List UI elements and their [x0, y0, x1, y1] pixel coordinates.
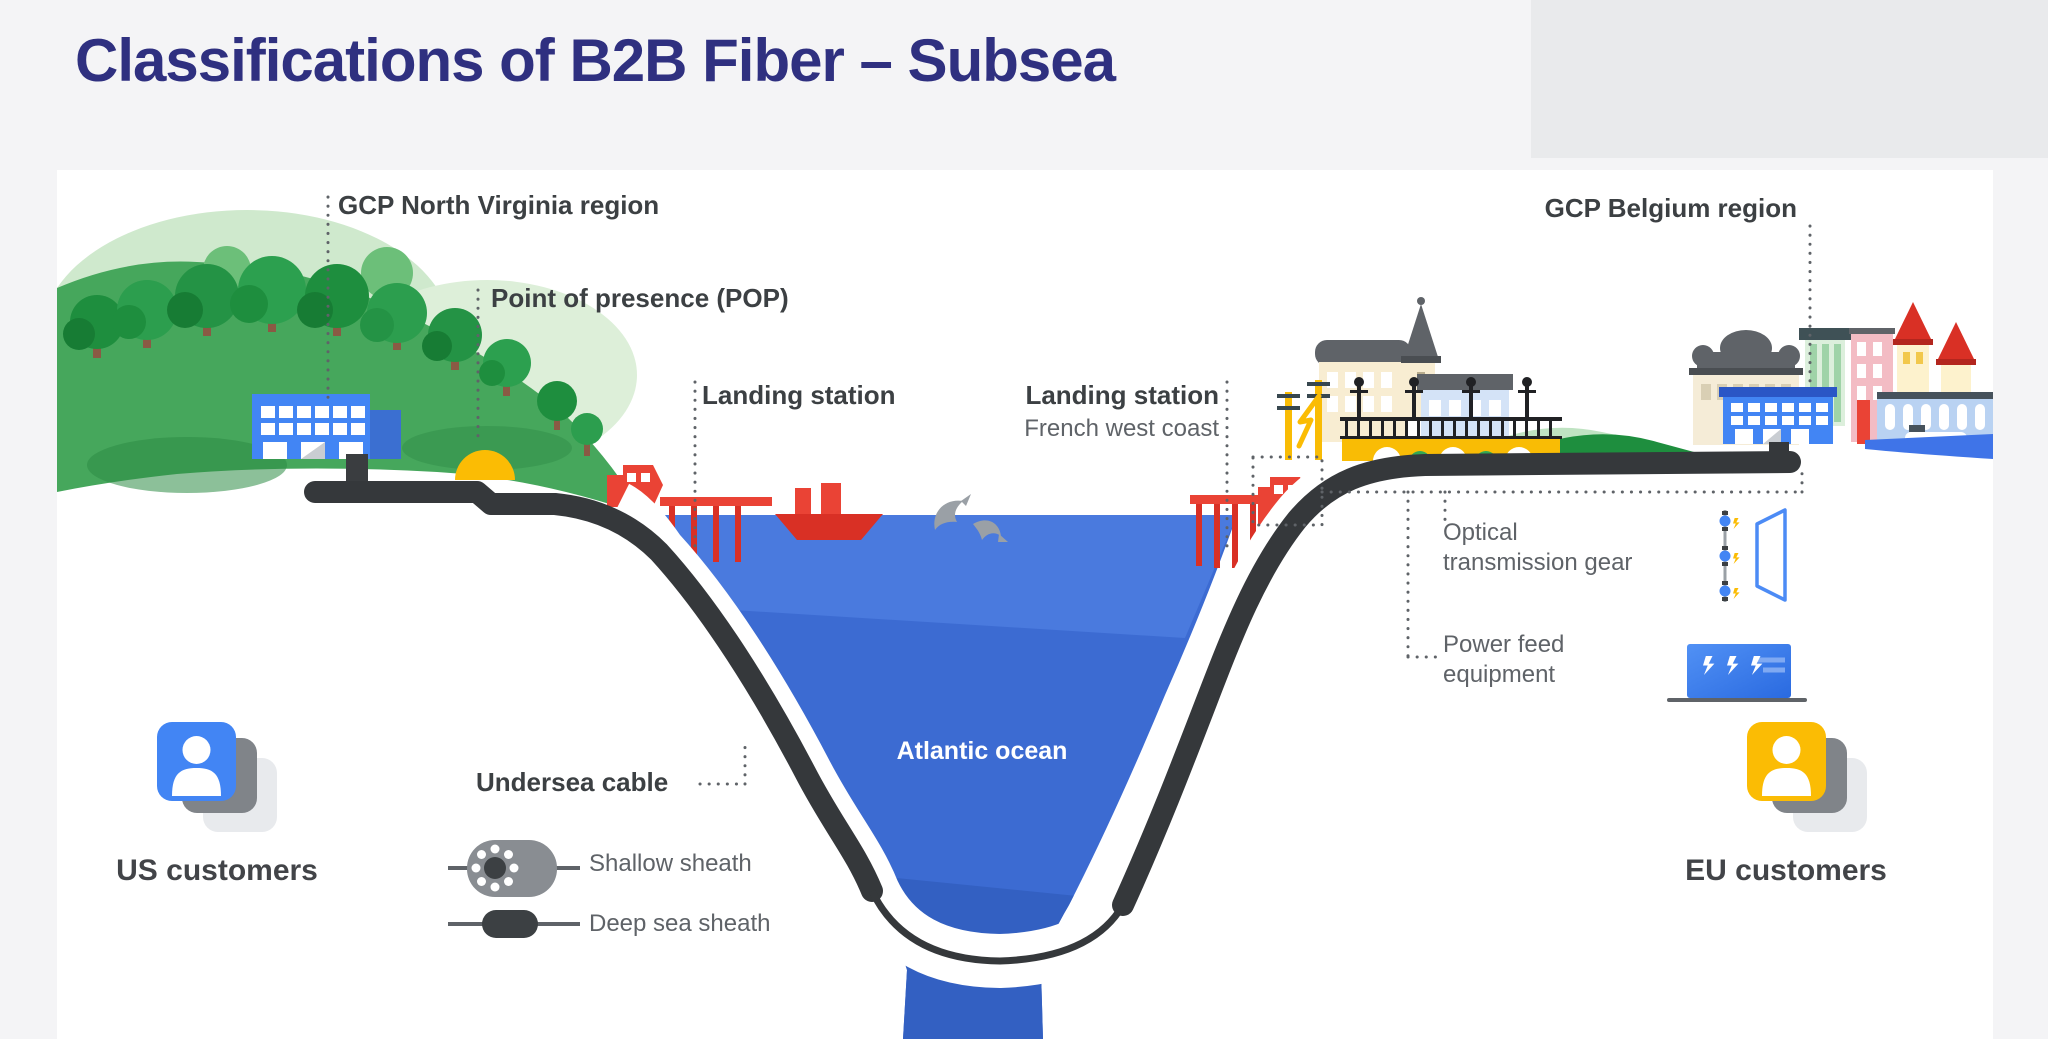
label-french-west-coast: French west coast — [1024, 415, 1219, 442]
subsea-fiber-illustration — [57, 195, 1993, 1039]
optical-transmission-gear-icon — [1719, 508, 1787, 602]
label-power-line2: equipment — [1443, 661, 1556, 688]
dolphins-icon — [934, 494, 1008, 542]
label-power-feed-equipment: Power feed equipment — [1443, 630, 1564, 690]
label-landing-station-right-line1: Landing station — [1025, 380, 1219, 410]
callout-lines — [326, 195, 1812, 786]
label-optical-transmission-gear: Optical transmission gear — [1443, 518, 1632, 578]
label-deep-sea-sheath: Deep sea sheath — [589, 910, 771, 937]
label-optical-line2: transmission gear — [1443, 549, 1633, 576]
us-landscape — [57, 210, 643, 515]
label-us-customers: US customers — [116, 854, 318, 887]
diagram-panel: GCP North Virginia region Point of prese… — [57, 170, 1993, 1039]
cable-shallow-section — [1112, 451, 1801, 916]
power-pylons-icon — [1277, 380, 1330, 460]
callout-box-landing-station — [1251, 455, 1324, 527]
person-icon — [1762, 736, 1811, 796]
eu-cityscape — [1277, 297, 1993, 475]
header-gray-block — [1531, 0, 2048, 158]
ship-icon — [775, 483, 883, 540]
deep-sea-sheath-icon — [448, 910, 580, 938]
boat-cabin — [1909, 425, 1925, 432]
ocean-shallow-band — [643, 515, 1237, 638]
pop-dome — [455, 450, 515, 480]
label-point-of-presence: Point of presence (POP) — [491, 283, 789, 313]
bridge-lamps — [1350, 377, 1536, 418]
hill-shadow — [402, 426, 572, 470]
label-landing-station-right: Landing station French west coast — [917, 379, 1219, 445]
power-feed-equipment-icon — [1667, 644, 1807, 702]
lightning-icon — [1296, 393, 1322, 449]
spire-towers — [1893, 302, 1976, 397]
label-power-line1: Power feed — [1443, 631, 1565, 658]
person-icon — [172, 736, 221, 796]
hill-shadow — [87, 437, 287, 493]
pier — [660, 497, 772, 506]
label-gcp-belgium: GCP Belgium region — [1544, 193, 1797, 223]
cream-building — [1315, 340, 1411, 442]
callout-line-power-feed — [1406, 490, 1441, 659]
cable-deep-section — [868, 889, 1127, 965]
label-gcp-north-virginia: GCP North Virginia region — [338, 190, 660, 220]
gcp-building-eu — [1719, 387, 1837, 444]
page-title: Classifications of B2B Fiber – Subsea — [75, 27, 1116, 94]
label-undersea-cable: Undersea cable — [476, 767, 669, 797]
red-chimney — [1857, 400, 1870, 444]
callout-line-undersea-cable — [698, 744, 747, 786]
trees — [63, 246, 603, 456]
label-shallow-sheath: Shallow sheath — [589, 850, 752, 877]
label-optical-line1: Optical — [1443, 519, 1518, 546]
us-customers-icon — [157, 722, 277, 832]
gcp-building-us — [252, 394, 401, 459]
cable-shallow-section — [304, 481, 883, 902]
arcade-bridge — [1877, 392, 1993, 445]
label-atlantic-ocean: Atlantic ocean — [896, 737, 1068, 765]
undersea-cable — [304, 442, 1801, 989]
harbor-water — [1865, 434, 1993, 459]
shallow-sheath-icon — [448, 840, 580, 897]
eu-customers-icon — [1747, 722, 1867, 832]
label-eu-customers: EU customers — [1685, 854, 1887, 887]
label-landing-station-left: Landing station — [702, 380, 896, 410]
